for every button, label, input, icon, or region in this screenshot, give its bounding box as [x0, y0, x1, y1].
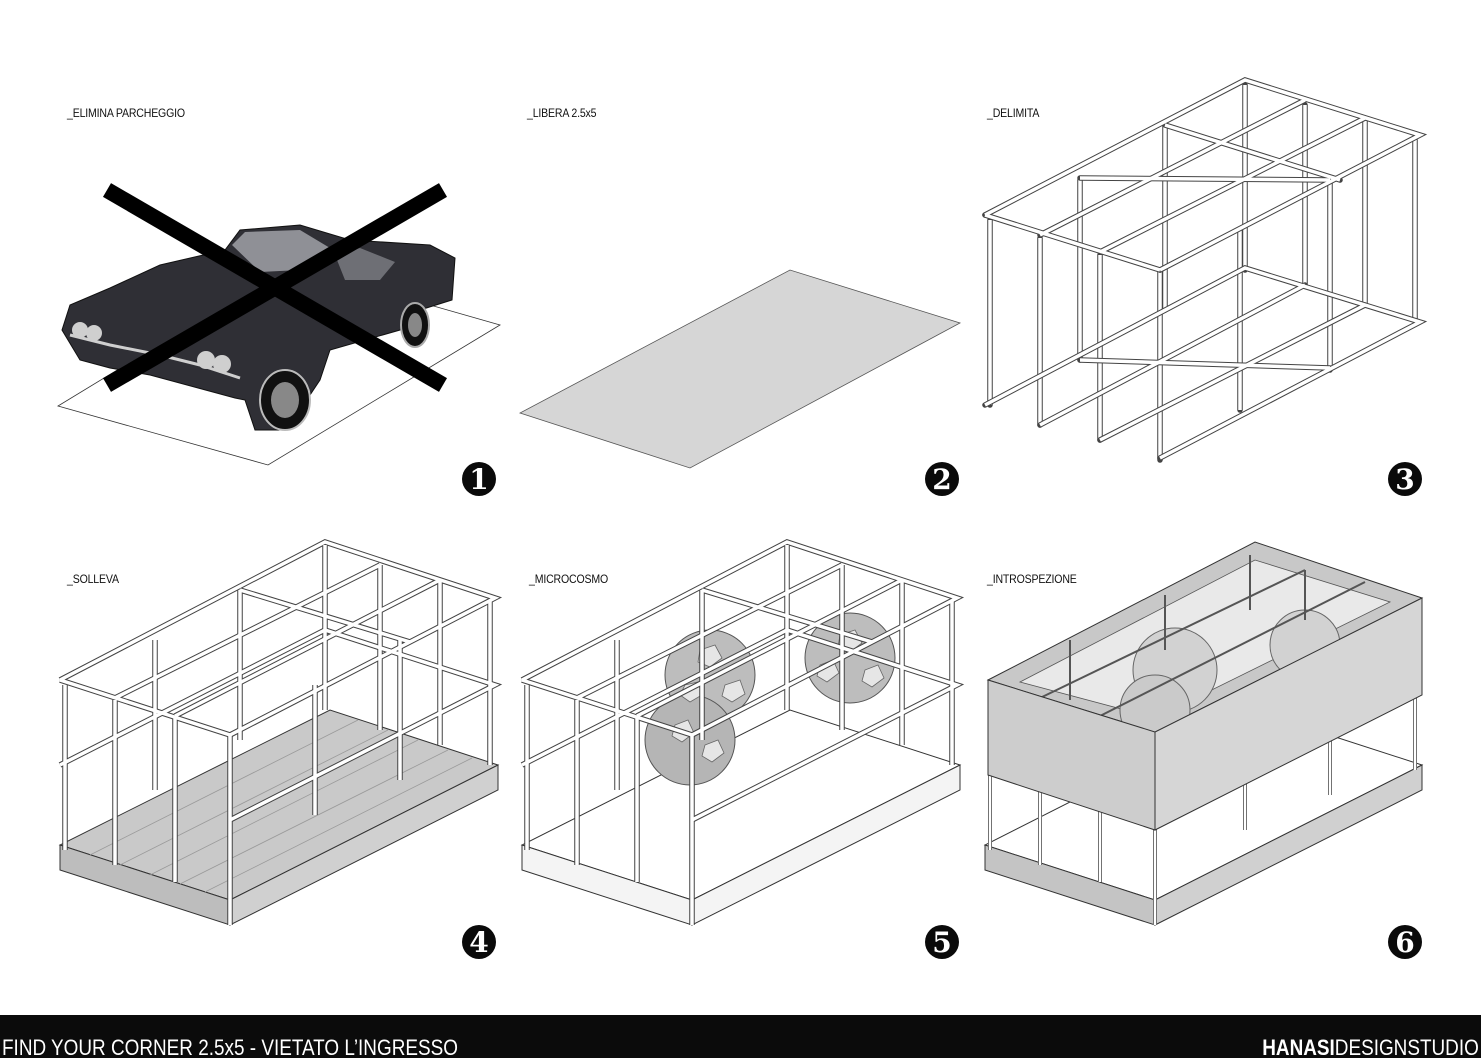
cross-out-icon — [102, 183, 448, 392]
panel-label: _INTROSPEZIONE — [987, 572, 1077, 586]
panel-label: _LIBERA 2.5x5 — [527, 106, 597, 120]
studio-brand: HANASIDESIGNSTUDIO — [1262, 1035, 1479, 1061]
frame-structure — [982, 77, 1428, 463]
step-number: 4 — [462, 925, 496, 959]
step-number: 3 — [1388, 462, 1422, 496]
panel-elimina-parcheggio: _ELIMINA PARCHEGGIO 1 — [0, 0, 501, 496]
step-number: 6 — [1388, 925, 1422, 959]
footer-bar: FIND YOUR CORNER 2.5x5 - VIETATO L’INGRE… — [0, 1015, 1481, 1061]
project-title: FIND YOUR CORNER 2.5x5 - VIETATO L’INGRE… — [2, 1035, 458, 1060]
panel-label: _SOLLEVA — [67, 572, 119, 586]
panel-solleva: _SOLLEVA — [0, 470, 503, 959]
panel-delimita: _DELIMITA — [920, 0, 1428, 496]
panel-label: _ELIMINA PARCHEGGIO — [67, 106, 185, 120]
step-number: 5 — [925, 925, 959, 959]
step-number: 1 — [462, 462, 496, 496]
panel-label: _MICROCOSMO — [529, 572, 609, 586]
raised-platform-frame — [58, 539, 503, 926]
panel-libera: _LIBERA 2.5x5 2 — [460, 0, 962, 496]
brand-bold: HANASI — [1262, 1035, 1335, 1060]
free-floor-plane — [518, 269, 962, 469]
car-image — [61, 224, 456, 431]
panel-introspezione: _INTROSPEZIONE — [920, 470, 1424, 959]
parking-plane-with-car — [57, 183, 501, 466]
panel-microcosmo: _MICROCOSMO — [460, 470, 965, 959]
introspection-enclosure — [983, 541, 1424, 926]
step-number: 2 — [925, 462, 959, 496]
microcosm-frame — [520, 539, 965, 926]
brand-rest: DESIGNSTUDIO — [1334, 1035, 1479, 1060]
panel-label: _DELIMITA — [987, 106, 1040, 120]
